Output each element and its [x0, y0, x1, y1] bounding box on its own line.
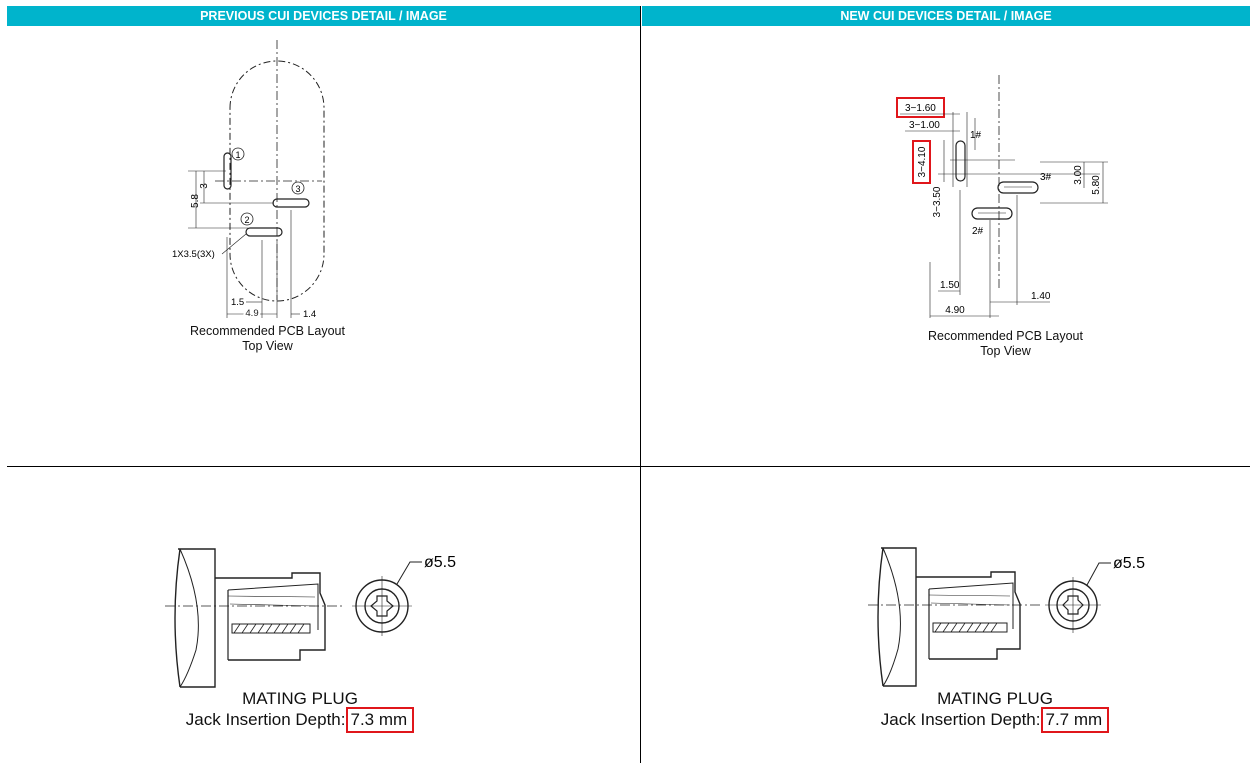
new-pcb-caption-2: Top View	[980, 344, 1031, 358]
new-pin1-label: 1#	[970, 130, 982, 141]
previous-dim-49: 4.9	[245, 308, 258, 319]
new-dim-150: 1.50	[940, 280, 960, 291]
new-depth-value: 7.7 mm	[1040, 707, 1110, 733]
previous-pcb-drawing: 1 3 2 5.8 3 1X3.5(3X) 1.5 4.9 1.4 Recomm…	[0, 0, 640, 466]
new-pcb-drawing: 3−1.60 3−1.00 3−4.10 3−3.50 1# 3# 2# 3.0…	[896, 75, 1108, 358]
previous-slot-label: 1X3.5(3X)	[172, 249, 215, 260]
previous-pin2-label: 2	[244, 215, 249, 225]
previous-plug-svg: ø5.5	[165, 548, 456, 688]
row-divider	[7, 466, 1250, 467]
new-dim-410-highlight	[912, 140, 931, 184]
new-dim-580: 5.80	[1091, 175, 1102, 195]
new-dim-3-350: 3−3.50	[932, 186, 943, 217]
previous-header: PREVIOUS CUI DEVICES DETAIL / IMAGE	[7, 6, 640, 26]
previous-slot-2	[245, 227, 283, 237]
previous-pcb-svg: 1 3 2 5.8 3 1X3.5(3X) 1.5 4.9 1.4	[172, 40, 325, 321]
new-depth-label: Jack Insertion Depth:	[880, 710, 1041, 729]
column-divider	[640, 6, 641, 763]
previous-dim-14: 1.4	[303, 309, 316, 320]
new-mating-plug-title: MATING PLUG	[937, 689, 1053, 708]
new-pcb-caption-1: Recommended PCB Layout	[928, 329, 1083, 343]
previous-mating-plug-title: MATING PLUG	[242, 689, 358, 708]
new-slot-1	[955, 140, 966, 182]
new-pin3-label: 3#	[1040, 172, 1052, 183]
new-slot-3	[997, 181, 1039, 194]
new-header: NEW CUI DEVICES DETAIL / IMAGE	[642, 6, 1250, 26]
previous-pcb-caption-1: Recommended PCB Layout	[190, 324, 345, 338]
new-pcb-svg: 3−1.60 3−1.00 3−4.10 3−3.50 1# 3# 2# 3.0…	[896, 75, 1108, 318]
previous-dim-15: 1.5	[231, 297, 244, 308]
previous-pin3-label: 3	[295, 184, 300, 194]
previous-plug-drawing: ø5.5 MATING PLUG Jack Insertion Depth:7.…	[165, 548, 456, 733]
new-dim-3-100: 3−1.00	[909, 120, 940, 131]
previous-depth-value: 7.3 mm	[345, 707, 415, 733]
new-dim-160-highlight	[896, 97, 945, 118]
previous-dim-58: 5.8	[190, 194, 201, 208]
previous-pcb-caption-2: Top View	[242, 339, 293, 353]
new-dim-140: 1.40	[1031, 291, 1051, 302]
new-pin2-label: 2#	[972, 226, 984, 237]
new-slot-2	[971, 207, 1013, 220]
new-dim-3-410: 3−4.10	[917, 146, 928, 177]
new-dim-3-160: 3−1.60	[905, 103, 936, 114]
previous-dim-3: 3	[199, 183, 210, 189]
previous-pin1-label: 1	[235, 150, 240, 160]
new-diameter: ø5.5	[1113, 555, 1145, 572]
new-dim-300: 3.00	[1073, 165, 1084, 185]
previous-depth-label: Jack Insertion Depth:	[185, 710, 346, 729]
previous-diameter: ø5.5	[424, 554, 456, 571]
new-dim-490: 4.90	[945, 305, 965, 316]
